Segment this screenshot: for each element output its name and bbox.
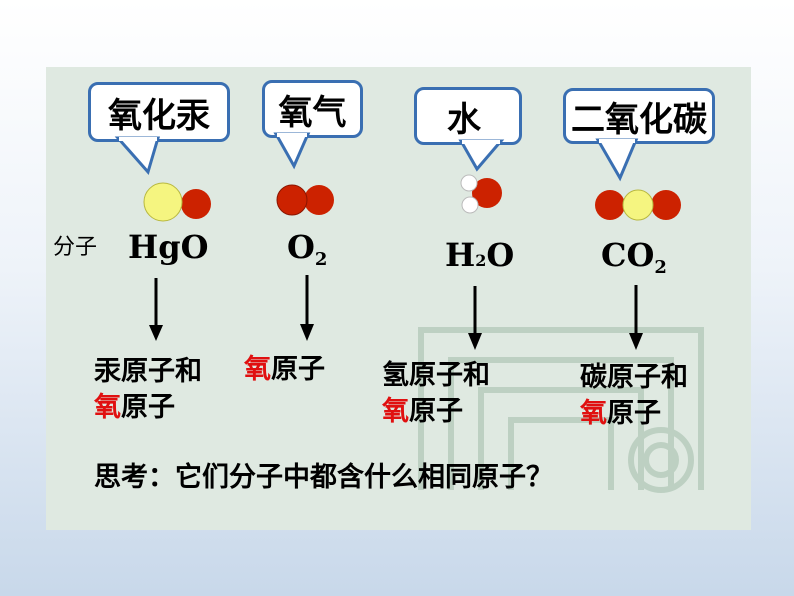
atoms-carbon-dioxide: 碳原子和 氧原子 xyxy=(580,360,688,432)
formula-text: O xyxy=(287,228,315,266)
down-arrow xyxy=(149,278,163,341)
oxygen-molecule-model xyxy=(276,184,334,216)
atoms-text: 原子 xyxy=(607,398,661,429)
oxygen-atom xyxy=(651,190,681,220)
formula-subscript: 2 xyxy=(475,251,487,270)
atoms-text: 原子 xyxy=(409,396,463,427)
highlight-oxygen: 氧 xyxy=(382,396,409,427)
oxygen-atom xyxy=(472,178,502,208)
atoms-text: 原子 xyxy=(271,354,325,385)
mercury-oxide-molecule-model xyxy=(143,182,211,222)
bubble-tail xyxy=(114,136,161,176)
atoms-line: 氧原子 xyxy=(382,394,490,430)
down-arrow xyxy=(468,286,482,350)
water-molecule-model xyxy=(460,174,502,214)
formula-subscript: 2 xyxy=(314,249,328,270)
hydrogen-atom xyxy=(461,196,479,214)
atoms-line: 氧原子 xyxy=(580,396,688,432)
bubble-tail xyxy=(595,138,639,182)
carbon-dioxide-molecule-model xyxy=(595,189,681,221)
mercury-atom xyxy=(143,182,183,222)
highlight-oxygen: 氧 xyxy=(94,392,121,423)
atoms-line: 氧原子 xyxy=(94,390,202,426)
atoms-line: 碳原子和 xyxy=(580,362,688,393)
oxygen-atom xyxy=(595,190,625,220)
formula-oxygen: O2 xyxy=(287,228,327,270)
bubble-tail xyxy=(458,139,505,172)
formula-carbon-dioxide: CO2 xyxy=(601,236,667,278)
bubble-tail xyxy=(273,132,311,170)
atoms-water: 氢原子和 氧原子 xyxy=(382,358,490,430)
oxygen-atom xyxy=(181,189,211,219)
down-arrow xyxy=(300,275,314,341)
formula-text: HgO xyxy=(128,228,209,266)
hydrogen-atom xyxy=(460,174,478,192)
formula-subscript: 2 xyxy=(654,257,667,278)
highlight-oxygen: 氧 xyxy=(244,354,271,385)
formula-mercury-oxide: HgO xyxy=(128,228,208,266)
bubble-label: 水 xyxy=(447,99,481,140)
atoms-line: 氢原子和 xyxy=(382,360,490,391)
carbon-atom xyxy=(622,189,654,221)
atoms-oxygen: 氧原子 xyxy=(244,352,325,388)
question-text: 思考：它们分子中都含什么相同原子？ xyxy=(94,462,553,493)
bubble-label: 氧气 xyxy=(278,92,347,133)
bubble-mercury-oxide: 氧化汞 xyxy=(88,82,230,142)
bubble-water: 水 xyxy=(414,87,522,145)
formula-text: O xyxy=(486,236,515,274)
highlight-oxygen: 氧 xyxy=(580,398,607,429)
molecule-row-label: 分子 xyxy=(53,235,98,260)
bubble-label: 氧化汞 xyxy=(108,95,210,136)
oxygen-atom xyxy=(304,185,334,215)
atoms-mercury-oxide: 汞原子和 氧原子 xyxy=(94,354,202,426)
oxygen-atom xyxy=(276,184,308,216)
bubble-oxygen: 氧气 xyxy=(262,80,363,138)
formula-text: H xyxy=(445,236,476,274)
atoms-line: 氧原子 xyxy=(244,352,325,388)
down-arrow xyxy=(629,285,643,350)
atoms-line: 汞原子和 xyxy=(94,356,202,387)
bubble-label: 二氧化碳 xyxy=(571,99,707,140)
formula-water: H2O xyxy=(445,236,514,274)
atoms-text: 原子 xyxy=(121,392,175,423)
bubble-carbon-dioxide: 二氧化碳 xyxy=(563,88,715,144)
decorative-pattern xyxy=(418,327,704,493)
formula-text: CO xyxy=(601,236,655,274)
